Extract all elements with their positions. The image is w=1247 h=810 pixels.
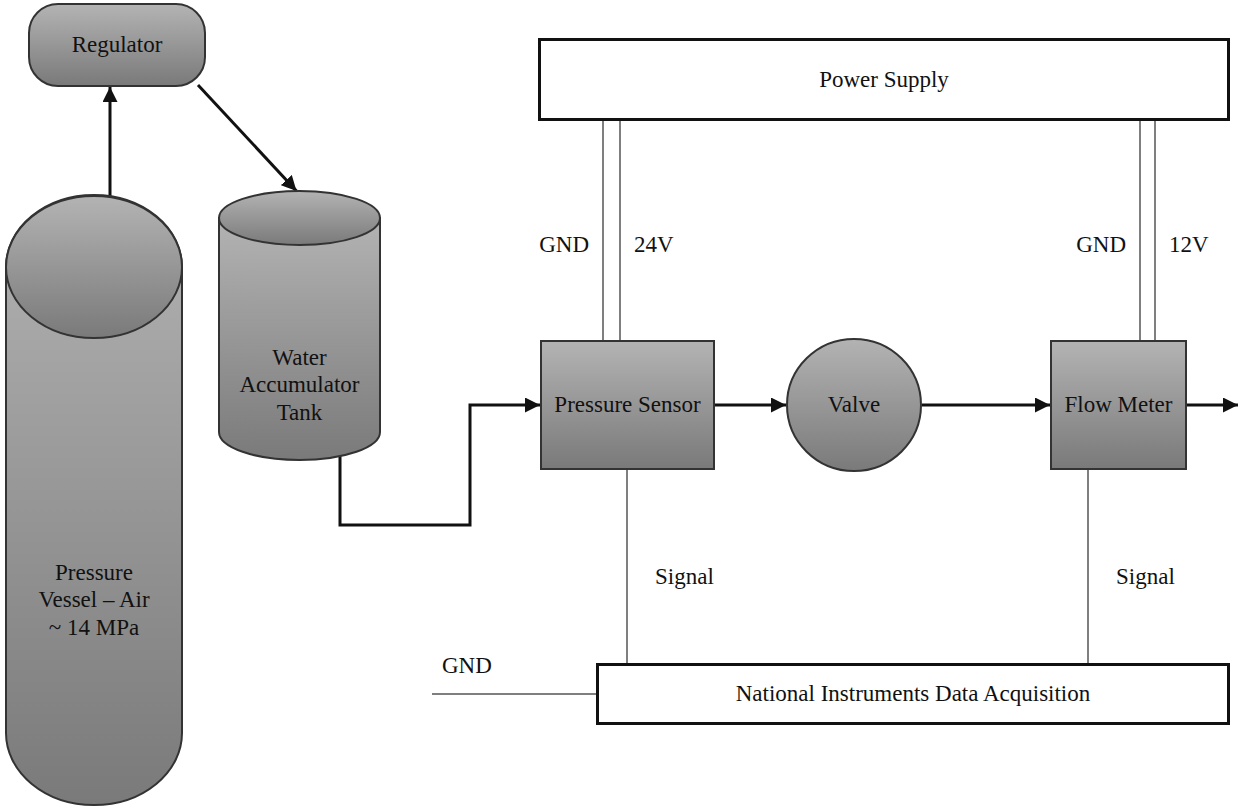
text-wrap: Pressure Sensor — [542, 342, 713, 468]
ground-wire — [432, 693, 597, 695]
text-wrap: Water Accumulator Tank — [218, 310, 381, 460]
flow-meter-box: Flow Meter — [1050, 340, 1187, 470]
outflow-arrow — [1187, 404, 1238, 407]
node-label: Flow Meter — [1065, 391, 1173, 419]
ground-label: GND — [440, 652, 494, 680]
node-label: Valve — [828, 391, 880, 419]
flow-arrow — [198, 85, 297, 191]
wire — [1139, 121, 1141, 340]
flow-arrow — [109, 87, 112, 198]
text-wrap: Flow Meter — [1052, 342, 1185, 468]
node-label: Pressure Sensor — [554, 391, 700, 419]
pressure-vessel: Pressure Vessel – Air ~ 14 MPa — [5, 195, 183, 805]
text-wrap: Power Supply — [541, 41, 1227, 118]
daq-box: National Instruments Data Acquisition — [596, 663, 1230, 725]
wire-label: 24V — [632, 231, 676, 259]
node-label: Pressure Vessel – Air ~ 14 MPa — [35, 559, 153, 642]
valve-circle: Valve — [786, 338, 922, 472]
wire-label: Signal — [1114, 563, 1177, 591]
flow-arrow — [715, 404, 786, 407]
wire-label: Signal — [653, 563, 716, 591]
accumulator-tank: Water Accumulator Tank — [218, 190, 381, 460]
power-supply-box: Power Supply — [538, 38, 1230, 121]
node-label: National Instruments Data Acquisition — [736, 680, 1091, 708]
regulator-box: Regulator — [28, 3, 206, 87]
wire-label: GND — [1074, 231, 1128, 259]
wire-label: GND — [537, 231, 591, 259]
node-label: Regulator — [72, 31, 163, 59]
text-wrap: Regulator — [30, 5, 204, 85]
node-label: Power Supply — [819, 66, 949, 94]
wire — [1154, 121, 1156, 340]
pressure-sensor-box: Pressure Sensor — [540, 340, 715, 470]
vessel-top — [6, 196, 182, 338]
pressure-vessel-outline — [5, 195, 183, 805]
node-label: Water Accumulator Tank — [230, 344, 370, 427]
vessel-body — [6, 195, 182, 805]
text-wrap: Pressure Vessel – Air ~ 14 MPa — [5, 395, 183, 805]
text-wrap: Valve — [786, 338, 922, 472]
tank-body — [219, 218, 380, 460]
tank-top — [219, 191, 380, 245]
wire — [626, 470, 628, 663]
wire — [1087, 470, 1089, 663]
wire-label: 12V — [1167, 231, 1211, 259]
wire — [602, 121, 604, 340]
wire — [619, 121, 621, 340]
valve-outline — [787, 339, 921, 471]
flow-arrow — [922, 404, 1050, 407]
text-wrap: National Instruments Data Acquisition — [599, 666, 1227, 722]
